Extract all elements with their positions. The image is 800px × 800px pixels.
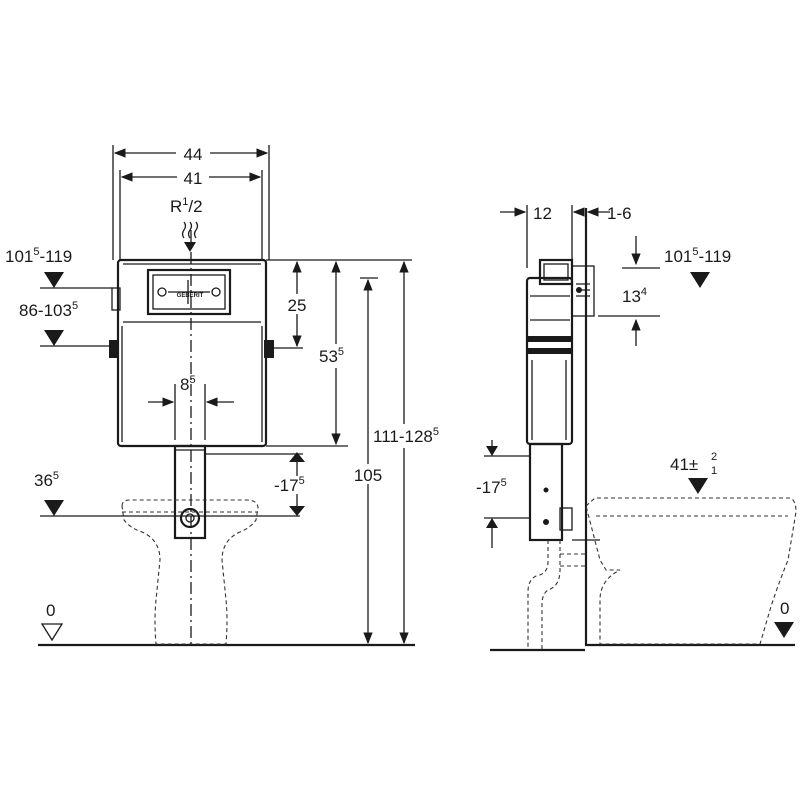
cistern-side bbox=[525, 276, 574, 446]
side-view: 12 1-6 1015-119 134 bbox=[476, 204, 797, 652]
bowl-height-label: 41± bbox=[670, 455, 698, 474]
floor-level-front-label: 0 bbox=[46, 601, 55, 620]
pipe-connection-label: R1/2 bbox=[170, 196, 203, 216]
pipe-outlet-icon bbox=[179, 507, 201, 529]
wc-bowl-side bbox=[585, 497, 797, 645]
flush-pipe bbox=[173, 444, 207, 540]
floor-triangle-front bbox=[40, 623, 64, 642]
screw-left-icon bbox=[157, 287, 167, 297]
left-bracket-upper bbox=[111, 287, 121, 311]
level-top-front-label: 1015-119 bbox=[5, 246, 72, 266]
dim-53-label: 535 bbox=[319, 346, 344, 366]
dim-neg17-side-label: -175 bbox=[476, 477, 507, 497]
flush-pipe-side bbox=[528, 442, 564, 542]
wall-bracket-right bbox=[264, 340, 274, 358]
dim-44-label: 44 bbox=[184, 145, 203, 164]
level-triangle-top-front bbox=[44, 272, 64, 288]
level-triangle-top-side bbox=[690, 272, 710, 288]
level-top-side-label: 1015-119 bbox=[664, 246, 731, 266]
dim-12-label: 12 bbox=[533, 204, 552, 223]
level-triangle-36 bbox=[44, 500, 64, 516]
wall-bracket-left bbox=[109, 340, 119, 358]
dim-neg17-front-label: -175 bbox=[274, 475, 305, 495]
actuator-frame-side bbox=[571, 265, 595, 317]
screw-right-icon bbox=[211, 287, 221, 297]
actuator-cross bbox=[168, 280, 210, 304]
bowl-tol-plus: 2 bbox=[711, 451, 717, 463]
actuator-opening bbox=[146, 268, 232, 316]
level-brackets-label: 86-1035 bbox=[19, 300, 78, 320]
dim-25-label: 25 bbox=[288, 296, 307, 315]
wc-bowl-front bbox=[121, 499, 259, 645]
water-supply-icon bbox=[181, 221, 199, 239]
front-view: 44 41 R1/2 GEBERIT bbox=[5, 143, 440, 647]
cistern-frame bbox=[116, 258, 268, 448]
dim-41-label: 41 bbox=[184, 169, 203, 188]
bowl-tol-minus: 1 bbox=[711, 465, 717, 477]
supply-arrow-icon bbox=[184, 242, 196, 252]
dim-105-label: 105 bbox=[354, 466, 382, 485]
floor-triangle-side bbox=[774, 622, 794, 638]
level-36-label: 365 bbox=[34, 470, 59, 490]
drain-elbow-outer bbox=[527, 540, 549, 650]
floor-level-side-label: 0 bbox=[780, 599, 789, 618]
brand-logo-icon: GEBERIT bbox=[177, 293, 204, 299]
dim-1-6-label: 1-6 bbox=[607, 204, 632, 223]
level-triangle-brackets bbox=[44, 330, 64, 346]
dim-8-label: 85 bbox=[180, 374, 196, 394]
dim-13-label: 134 bbox=[622, 286, 647, 306]
dim-total-label: 111-1285 bbox=[373, 426, 439, 446]
level-triangle-bowl bbox=[688, 478, 708, 494]
